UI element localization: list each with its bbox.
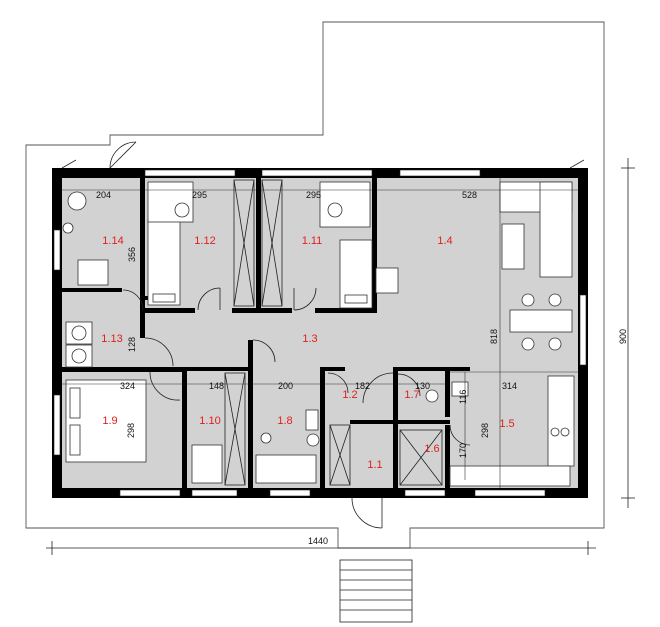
room-label-1-11: 1.11 [302,235,323,247]
dim-528: 528 [462,190,477,200]
dim-130: 130 [415,381,430,391]
room-label-1-2: 1.2 [342,389,357,401]
plot-outline [25,21,605,549]
room-label-1-13: 1.13 [101,333,122,345]
dim-324: 324 [120,381,135,391]
dim-356: 356 [127,247,137,262]
dim-200: 200 [278,381,293,391]
inner-dimension-lines [62,178,578,488]
dimension-lines [46,158,635,555]
room-label-1-6: 1.6 [424,443,439,455]
dim-204: 204 [96,190,111,200]
dimension-texts: 204 295 295 528 356 128 818 324 148 200 … [96,190,628,546]
dim-148: 148 [209,381,224,391]
room-label-1-5: 1.5 [499,418,514,430]
room-label-1-4: 1.4 [437,235,452,247]
room-label-1-8: 1.8 [277,415,292,427]
room-label-1-7: 1.7 [404,389,419,401]
dim-170: 170 [458,443,468,458]
dim-818: 818 [489,329,499,344]
room-label-1-12: 1.12 [194,235,215,247]
living-furniture [375,181,575,487]
beds [65,219,373,484]
dim-298-a: 298 [126,423,136,438]
dim-total-width: 1440 [308,536,328,546]
dim-182: 182 [355,381,370,391]
dim-295-b: 295 [306,190,321,200]
room-labels: 1.1 1.2 1.3 1.4 1.5 1.6 1.7 1.8 1.9 1.10… [101,235,514,471]
desks [147,181,371,228]
room-label-1-10: 1.10 [199,415,220,427]
dim-314: 314 [502,381,517,391]
windows [53,169,587,497]
dim-295-a: 295 [192,190,207,200]
room-label-1-3: 1.3 [302,333,317,345]
doors [109,141,471,529]
room-label-1-14: 1.14 [102,235,123,247]
dim-total-height: 900 [618,329,628,344]
dim-298-b: 298 [480,423,490,438]
dim-128: 128 [127,337,137,352]
wardrobes [224,179,443,486]
entrance-steps [339,559,413,623]
bathroom-fixtures [62,191,469,484]
room-label-1-1: 1.1 [367,459,382,471]
interior-walls [62,178,470,488]
room-label-1-9: 1.9 [102,415,117,427]
dim-116: 116 [458,390,468,404]
